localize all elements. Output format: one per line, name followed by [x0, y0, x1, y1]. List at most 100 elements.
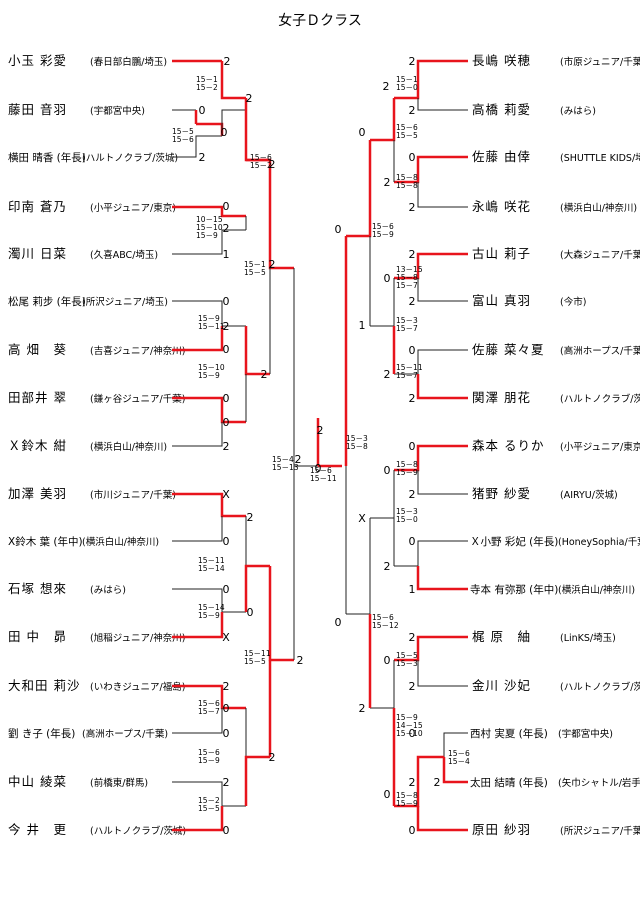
win-count: 2: [269, 158, 276, 171]
bracket-line: [246, 158, 294, 270]
bracket-line: [370, 660, 395, 709]
bracket-line: [244, 755, 270, 806]
win-count: 0: [384, 464, 391, 477]
bracket-line: [416, 374, 468, 400]
set-score: 10－15: [196, 215, 223, 224]
left-player-team: (横浜白山/神奈川): [90, 441, 167, 453]
set-score: 15－8: [396, 460, 418, 469]
right-player-team: (所沢ジュニア/千葉): [560, 825, 640, 837]
win-count: 2: [223, 776, 230, 789]
set-score: 15－9: [372, 230, 394, 239]
set-score: 15－4: [272, 455, 294, 464]
left-player-team: (吉喜ジュニア/神奈川): [90, 345, 185, 357]
left-player-team: (市川ジュニア/千葉): [90, 489, 176, 501]
bracket-line: [370, 470, 395, 519]
win-count: 2: [383, 80, 390, 93]
bracket-line: [394, 444, 468, 472]
set-score: 15－2: [196, 83, 218, 92]
set-score: 15－5: [172, 127, 194, 136]
bracket-line: [244, 564, 270, 612]
set-score: 15－0: [396, 515, 418, 524]
bracket-line: [394, 155, 468, 184]
win-count: 2: [359, 702, 366, 715]
bracket-line: [416, 566, 468, 591]
set-score: 15－9: [198, 371, 220, 380]
bracket-line: [172, 492, 246, 518]
left-player-name: 大和田 莉沙: [8, 678, 80, 693]
win-count: 0: [247, 606, 254, 619]
win-count: 2: [434, 776, 441, 789]
right-player-team: (矢巾シャトル/岩手): [558, 777, 640, 789]
left-player-team: (横浜白山/神奈川): [82, 536, 159, 548]
right-player-team: (みはら): [560, 106, 596, 117]
left-player-team: (前橋東/群馬): [90, 777, 148, 789]
set-score: 15－9: [396, 713, 418, 722]
right-player-team: (AIRYU/茨城): [560, 489, 618, 501]
win-count: 2: [409, 104, 416, 117]
right-player-team: (横浜白山/神奈川): [560, 202, 637, 214]
bracket-line: [172, 516, 223, 542]
set-score: 15－6: [250, 153, 272, 162]
bracket-line: [220, 61, 246, 100]
set-score: 15－6: [198, 748, 220, 757]
left-player-name: Ｘ鈴木 紺: [8, 438, 67, 453]
win-count: 0: [409, 151, 416, 164]
set-score: 15－3: [396, 316, 418, 325]
left-player-team: (春日部白鵬/埼玉): [90, 56, 167, 68]
bracket-line: [394, 252, 468, 280]
set-score: 15－8: [346, 442, 368, 451]
set-score: 15－11: [244, 649, 271, 658]
right-player-team: (SHUTTLE KIDS/埼玉): [560, 152, 640, 164]
left-player-name: 石塚 想來: [8, 581, 67, 596]
win-count: 2: [409, 295, 416, 308]
bracket-line: [443, 732, 468, 757]
bracket-line: [394, 349, 468, 375]
right-player-name: 西村 実夏 (年長): [470, 727, 548, 740]
win-count: 2: [409, 776, 416, 789]
right-player-team: (宇都宮中央): [558, 728, 613, 740]
win-count: 0: [223, 535, 230, 548]
right-player-name: 金川 沙妃: [472, 678, 531, 693]
set-score: 15－8: [396, 273, 418, 282]
bracket-line: [172, 684, 246, 710]
win-count: 0: [199, 104, 206, 117]
right-player-team: (市原ジュニア/千葉): [560, 56, 640, 68]
left-player-team: (旭稲ジュニア/神奈川): [90, 632, 185, 644]
win-count: 0: [335, 223, 342, 236]
set-score: 15－11: [396, 363, 423, 372]
right-player-name: 関澤 朋花: [472, 390, 531, 405]
win-count: 0: [409, 535, 416, 548]
right-player-name: 佐藤 由倖: [472, 149, 531, 164]
right-player-name: 太田 結晴 (年長): [470, 776, 548, 789]
right-player-team: (高洲ホープス/千葉): [560, 345, 640, 357]
set-score: 15－14: [198, 564, 225, 573]
right-player-name: 原田 紗羽: [472, 822, 531, 837]
win-count: 0: [223, 392, 230, 405]
bracket-line: [245, 708, 270, 758]
left-player-name: 田 中 昴: [8, 629, 67, 644]
right-player-name: Ｘ小野 彩妃 (年長): [470, 535, 558, 548]
win-count: 0: [335, 616, 342, 629]
win-count: 2: [409, 392, 416, 405]
right-player-name: 富山 真羽: [472, 293, 531, 308]
bracket-line: [172, 229, 246, 255]
set-score: 15－10: [196, 223, 223, 232]
left-player-name: 高 畑 葵: [8, 342, 67, 357]
bracket-line: [394, 635, 468, 662]
win-count: 0: [384, 272, 391, 285]
left-player-team: (いわきジュニア/福島): [90, 681, 185, 693]
bracket-line: [394, 540, 468, 567]
left-player-name: 劉 き子 (年長): [8, 727, 75, 740]
set-score: 15－11: [198, 556, 225, 565]
win-count: 1: [409, 583, 416, 596]
win-count: 0: [221, 126, 228, 139]
left-player-name: 中山 綾菜: [8, 774, 67, 789]
win-count: 2: [261, 368, 268, 381]
set-score: 15－9: [396, 468, 418, 477]
bracket-line: [416, 806, 468, 832]
bracket-line: [172, 588, 246, 613]
left-player-name: 加澤 美羽: [8, 486, 67, 501]
set-score: 15－8: [396, 173, 418, 182]
win-count: 2: [224, 55, 231, 68]
win-count: 1: [223, 248, 230, 261]
